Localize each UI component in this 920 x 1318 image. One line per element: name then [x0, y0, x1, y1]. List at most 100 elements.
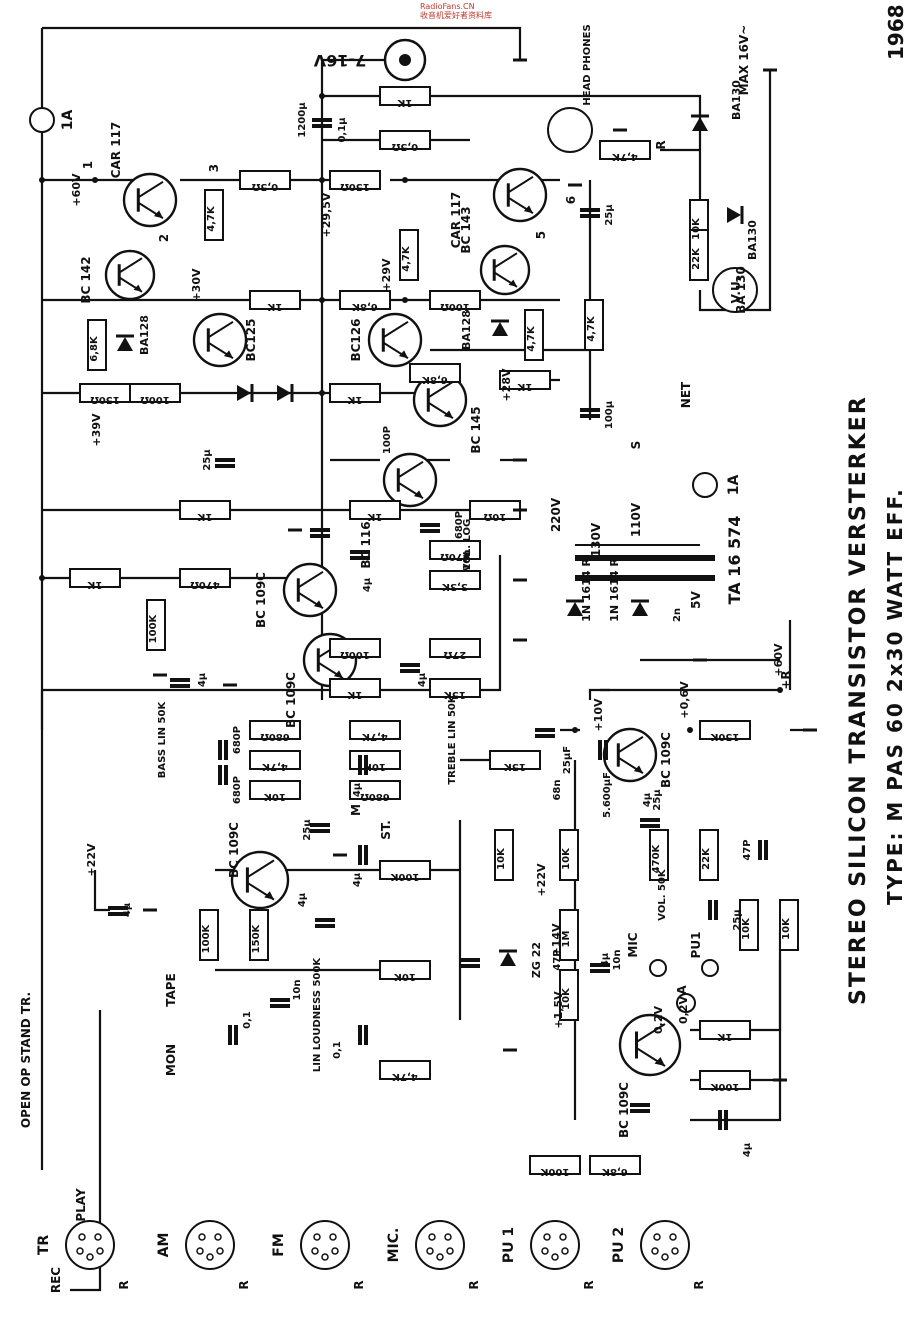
- pot-label: VOL. LOG: [462, 519, 473, 571]
- misc-label: REC: [49, 1267, 63, 1293]
- diode-label: BA128: [460, 310, 473, 350]
- resistor: [249, 750, 301, 770]
- junction-dot: [39, 177, 45, 183]
- capacitor-value: 47P: [552, 949, 563, 970]
- transistor-label: BC 109C: [659, 732, 673, 788]
- din-pin: [671, 1247, 679, 1255]
- fuse-icon: [692, 472, 718, 498]
- misc-label: 110V: [629, 502, 643, 537]
- voltage-label: +60V: [772, 643, 785, 677]
- transistor-collector: [635, 1023, 666, 1043]
- resistor-value: 1K: [196, 511, 212, 522]
- capacitor-plate: [218, 765, 222, 785]
- resistor: [584, 299, 604, 351]
- resistor-value: 4,7K: [611, 151, 638, 162]
- capacitor-plate: [315, 924, 335, 928]
- resistor: [429, 638, 481, 658]
- resistor: [349, 720, 401, 740]
- vu-meter-icon: [712, 267, 758, 313]
- voltage-label: +28V: [500, 368, 513, 402]
- capacitor-value: 25µF: [562, 746, 573, 774]
- voltage-label: 0,2V: [652, 1006, 665, 1034]
- diode: [727, 207, 741, 223]
- diode-label: BA128: [138, 315, 151, 355]
- resistor-value: 10K: [263, 791, 286, 802]
- din-pin: [311, 1247, 319, 1255]
- emitter-arrow: [333, 670, 343, 679]
- capacitor-value: 4µ: [122, 902, 133, 917]
- capacitor-value: 47P: [742, 839, 753, 860]
- resistor-value: 1K: [86, 579, 102, 590]
- lamp-label: 7-16V: [313, 51, 366, 70]
- resistor-value: 3,3K: [441, 581, 468, 592]
- resistor-value: 22K: [691, 247, 702, 270]
- label: 6: [564, 196, 578, 204]
- pot-label: BASS LIN 50K: [157, 701, 168, 779]
- capacitor-plate: [108, 906, 128, 910]
- junction-dot: [319, 390, 325, 396]
- resistor-value: 4,7K: [586, 315, 597, 342]
- misc-label: 220V: [549, 497, 563, 532]
- diode: [632, 602, 648, 616]
- resistor-value: 470K: [651, 843, 662, 873]
- capacitor-plate: [224, 740, 228, 760]
- resistor: [499, 370, 551, 390]
- capacitor-plate: [170, 678, 190, 682]
- capacitor-value: 10n: [292, 979, 303, 1000]
- transistor-collector: [246, 859, 275, 879]
- transistor-collector: [507, 175, 534, 194]
- resistor: [699, 1020, 751, 1040]
- din-pin: [214, 1233, 222, 1241]
- transistor: [122, 172, 178, 228]
- resistor: [379, 86, 431, 106]
- resistor-value: 150K: [251, 923, 262, 953]
- resistor: [199, 909, 219, 961]
- resistor: [589, 1155, 641, 1175]
- misc-label: ST.: [379, 820, 393, 840]
- resistor: [239, 170, 291, 190]
- resistor-value: 150K: [709, 731, 739, 742]
- capacitor-value: 25µ: [732, 909, 743, 931]
- transistor-label: BC 143: [459, 206, 473, 253]
- emitter-arrow: [223, 350, 233, 359]
- resistor-value: 4,7K: [401, 245, 412, 272]
- capacitor-plate: [358, 755, 362, 775]
- resistor: [399, 229, 419, 281]
- resistor-value: 1K: [396, 97, 412, 108]
- emitter-arrow: [443, 410, 453, 419]
- voltage-label: +22V: [85, 843, 98, 877]
- resistor: [429, 290, 481, 310]
- misc-label: PLAY: [74, 1188, 88, 1222]
- resistor: [699, 720, 751, 740]
- resistor-value: 0,5Ω: [391, 141, 418, 152]
- diode-label: 1N 1614 R: [608, 558, 621, 622]
- capacitor-value: 0,1: [242, 1011, 253, 1029]
- din-pin: [196, 1247, 204, 1255]
- resistor-value: 27Ω: [443, 649, 466, 660]
- watermark-line2: 收音机爱好者资料库: [420, 11, 492, 20]
- capacitor-value: 4µ: [352, 782, 363, 797]
- resistor-value: 22K: [701, 847, 712, 870]
- misc-label: 130V: [589, 522, 603, 557]
- din-pin: [543, 1233, 551, 1241]
- capacitor-value: 4µ: [742, 1142, 753, 1157]
- capacitor-value: 68n: [552, 779, 563, 800]
- label: 3: [207, 164, 221, 172]
- capacitor-value: 680P: [232, 776, 243, 804]
- capacitor-plate: [170, 684, 190, 688]
- emitter-arrow: [633, 765, 643, 774]
- capacitor-plate: [535, 734, 555, 738]
- transistor-collector: [493, 252, 518, 269]
- transistor: [192, 312, 248, 368]
- label: 1: [81, 161, 95, 169]
- input-label: PU 1: [501, 1227, 517, 1263]
- label: 2: [157, 234, 171, 242]
- misc-label: R: [654, 140, 668, 149]
- resistor-value: 10K: [561, 847, 572, 870]
- resistor-value: 150Ω: [340, 181, 370, 192]
- capacitor-value: 100µ: [604, 400, 615, 429]
- emitter-arrow: [413, 490, 423, 499]
- resistor-value: 1K: [716, 1031, 732, 1042]
- misc-label: S: [629, 441, 643, 450]
- capacitor-plate: [364, 1025, 368, 1045]
